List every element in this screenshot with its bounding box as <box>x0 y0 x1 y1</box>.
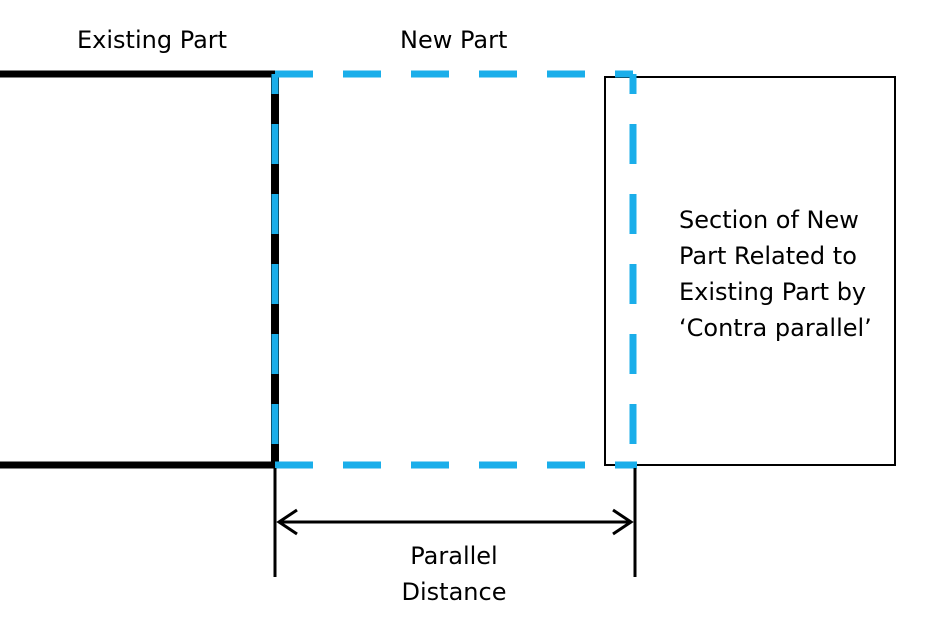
new-part-outline <box>271 70 637 469</box>
distance-label-line: Parallel <box>410 542 498 570</box>
section-label: Section of New Part Related to Existing … <box>679 202 872 346</box>
section-label-line: Part Related to <box>679 242 857 270</box>
section-box <box>604 76 896 466</box>
dimension-arrow-left-head <box>276 508 298 536</box>
section-label-line: Section of New <box>679 206 859 234</box>
parallel-distance-label: Parallel Distance <box>395 538 513 610</box>
new-part-label: New Part <box>400 26 508 54</box>
section-label-line: ‘Contra parallel’ <box>679 314 872 342</box>
distance-label-line: Distance <box>401 578 507 606</box>
section-label-line: Existing Part by <box>679 278 867 306</box>
existing-part-label: Existing Part <box>77 26 228 54</box>
dimension-arrow-right-head <box>612 508 634 536</box>
